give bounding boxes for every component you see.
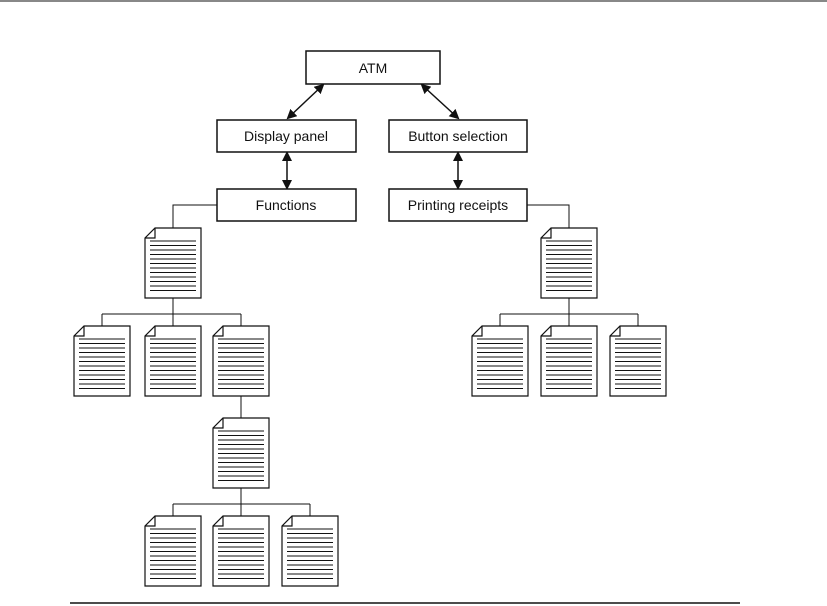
arrow-connectors xyxy=(282,83,463,190)
node-button-selection-label: Button selection xyxy=(408,128,508,144)
node-functions: Functions xyxy=(216,188,357,222)
node-atm-label: ATM xyxy=(359,60,388,76)
document-icon xyxy=(471,325,529,397)
arrow-atm-display xyxy=(286,83,325,120)
node-atm: ATM xyxy=(305,50,441,85)
document-icon xyxy=(212,417,270,489)
document-icon xyxy=(144,325,202,397)
document-icon xyxy=(540,325,598,397)
document-icons xyxy=(73,227,667,587)
connector-functions-doc xyxy=(172,204,217,228)
document-icon xyxy=(609,325,667,397)
node-functions-label: Functions xyxy=(256,197,317,213)
tree-connectors xyxy=(101,204,639,516)
document-icon xyxy=(73,325,131,397)
connector-printing-doc xyxy=(527,204,570,228)
document-icon xyxy=(212,515,270,587)
node-display-panel: Display panel xyxy=(216,119,357,153)
document-icon xyxy=(212,325,270,397)
node-printing-receipts: Printing receipts xyxy=(388,188,528,222)
arrow-atm-button xyxy=(420,83,460,120)
node-display-panel-label: Display panel xyxy=(244,128,328,144)
document-icon xyxy=(281,515,339,587)
document-icon xyxy=(540,227,598,299)
node-button-selection: Button selection xyxy=(388,119,528,153)
document-icon xyxy=(144,515,202,587)
document-icon xyxy=(144,227,202,299)
node-printing-receipts-label: Printing receipts xyxy=(408,197,508,213)
